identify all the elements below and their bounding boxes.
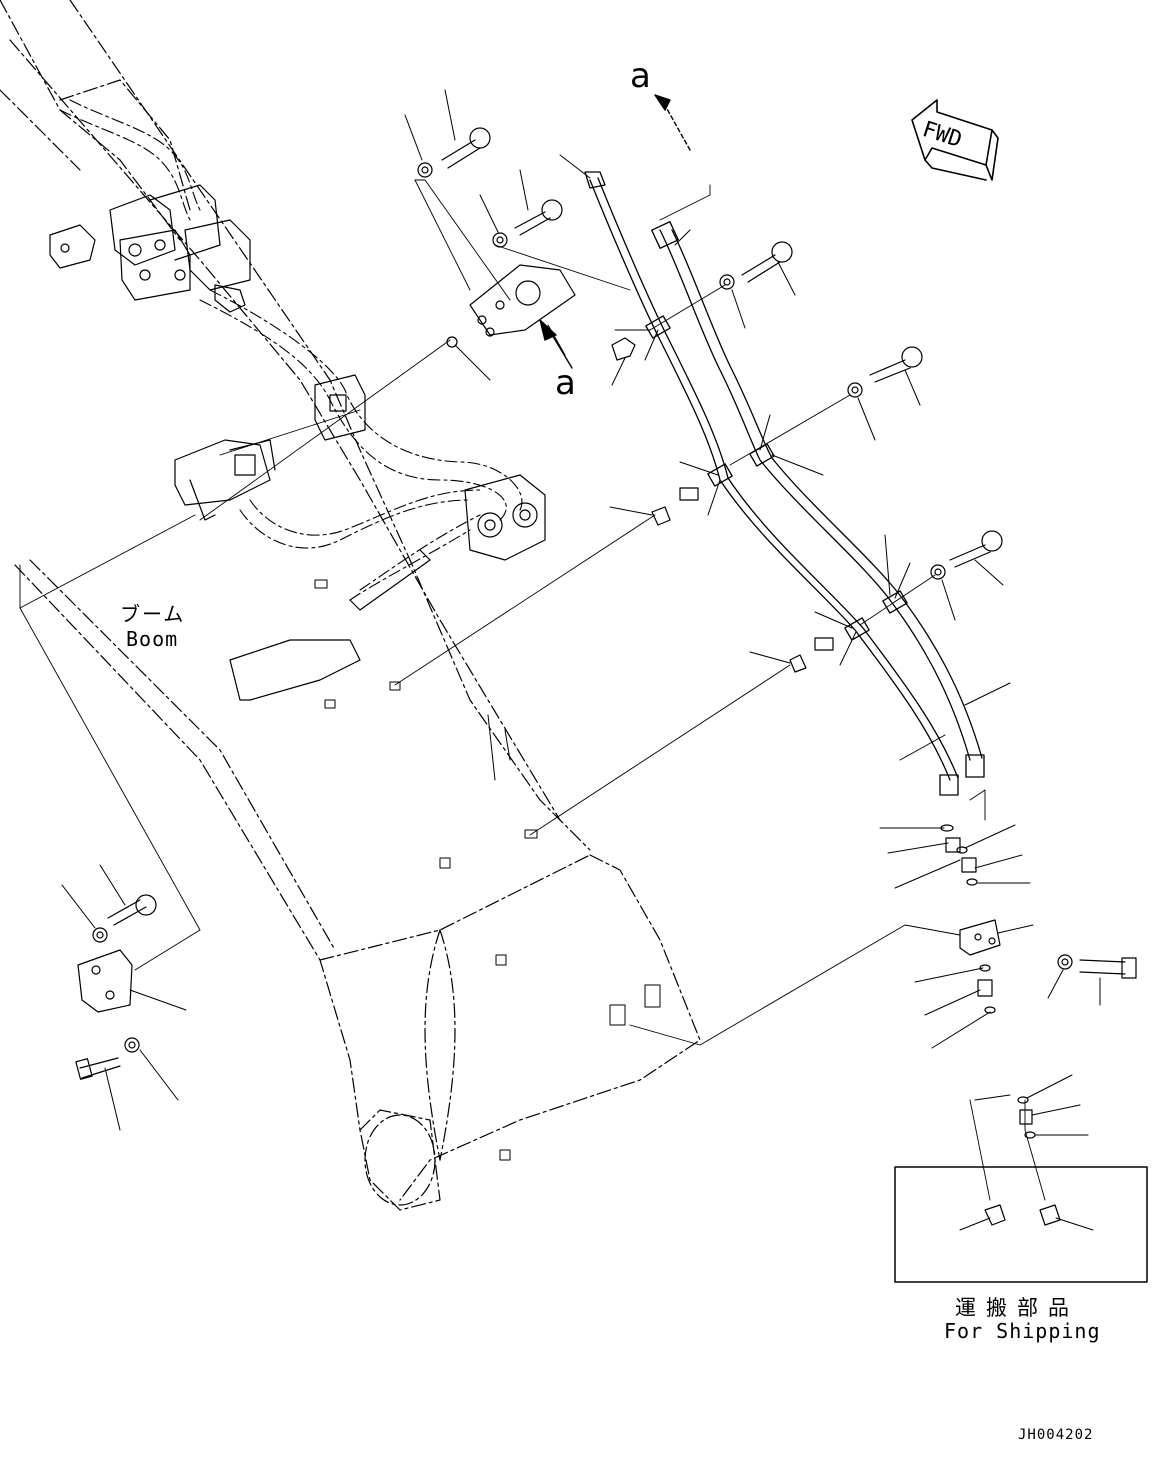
shipping-box [894, 1166, 1148, 1283]
shipping-label-en: For Shipping [944, 1319, 1101, 1343]
hose-assembly [584, 171, 985, 796]
leader-lines [19, 179, 1046, 1201]
view-arrow-icon [539, 94, 691, 369]
shipping-label-jp: 運搬部品 [955, 1296, 1079, 1320]
boom-brackets [314, 579, 661, 1161]
callout-ticks [61, 89, 1101, 1231]
drawing-code: JH004202 [1018, 1427, 1094, 1443]
view-a-label-mid: a [555, 363, 576, 403]
fasteners [75, 127, 1137, 1226]
fwd-arrow-icon [911, 99, 999, 181]
boom-valves [49, 184, 251, 313]
boom-label-en: Boom [126, 627, 179, 651]
boom-label-jp: ブーム [120, 602, 186, 626]
boom-pipes [59, 99, 523, 601]
boom-outline [0, 0, 701, 1211]
boom-mid-blocks [174, 374, 546, 701]
view-a-label-top: a [630, 56, 651, 96]
